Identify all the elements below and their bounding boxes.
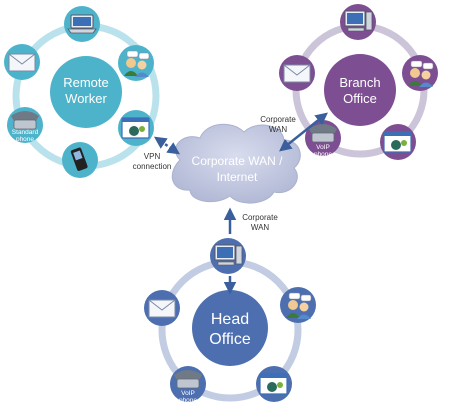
chat-users-icon: [402, 55, 438, 91]
head-hub-label-2: Office: [209, 331, 251, 348]
laptop-icon: [64, 6, 100, 42]
remote-phone-label-1: Standard: [12, 129, 39, 136]
vpn-label-2: connection: [133, 162, 172, 171]
remote-phone-label-2: phone: [16, 136, 34, 143]
email-icon: [4, 44, 40, 80]
head-phone-label-1: VoIP: [181, 390, 195, 397]
branch-hub-label-1: Branch: [339, 75, 380, 90]
branch-office-group: Branch Office: [279, 4, 438, 160]
cloud-label-2: Internet: [217, 170, 258, 184]
branch-wan-label-1: Corporate: [260, 115, 296, 124]
branch-hub-label-2: Office: [343, 91, 377, 106]
branch-wan-label-2: WAN: [269, 125, 288, 134]
desktop-computer-icon: [340, 4, 376, 40]
desk-phone-icon: Standard phone: [7, 107, 43, 143]
wan-cloud: Corporate WAN / Internet: [171, 123, 301, 204]
remote-hub: [50, 56, 122, 128]
videoconference-icon: [256, 366, 292, 402]
voip-phone-icon: VoIP phone: [170, 366, 206, 404]
cloud-label-1: Corporate WAN /: [192, 154, 284, 168]
remote-worker-group: Remote Worker: [4, 6, 160, 178]
remote-hub-label-1: Remote: [63, 75, 109, 90]
branch-wan-connection: Corporate WAN: [260, 112, 328, 152]
chat-users-icon: [280, 287, 316, 323]
vpn-label-1: VPN: [144, 152, 161, 161]
email-icon: [144, 290, 180, 326]
head-wan-connection: Corporate WAN: [223, 207, 278, 234]
chat-users-icon: [118, 45, 154, 81]
vpn-connection: VPN connection: [133, 136, 181, 171]
videoconference-icon: [118, 110, 154, 146]
head-phone-label-2: phone: [179, 397, 197, 404]
head-wan-label-2: WAN: [251, 223, 270, 232]
head-office-group: Head Office: [144, 238, 316, 404]
branch-phone-label-1: VoIP: [316, 144, 330, 151]
head-hub-label-1: Head: [211, 311, 249, 328]
remote-hub-label-2: Worker: [65, 91, 107, 106]
email-icon: [279, 55, 315, 91]
mobile-phone-icon: [62, 142, 98, 178]
head-hub: [192, 290, 268, 366]
head-wan-label-1: Corporate: [242, 213, 278, 222]
branch-hub: [324, 54, 396, 126]
branch-phone-label-2: phone: [314, 151, 332, 158]
videoconference-icon: [380, 124, 416, 160]
desktop-computer-icon: [210, 238, 246, 274]
